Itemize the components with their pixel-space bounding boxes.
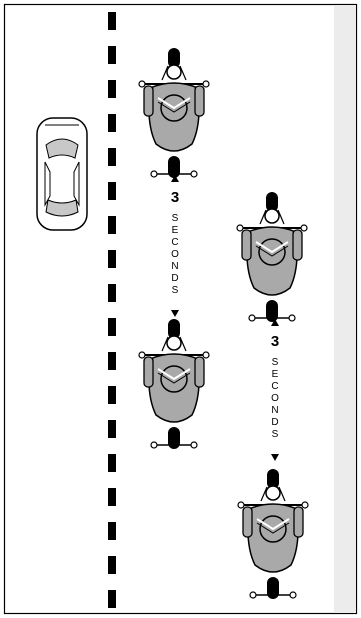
following-gap-left: 3 S E C O N D S bbox=[171, 175, 179, 317]
gap-unit-letter: D bbox=[271, 417, 278, 428]
gap-seconds-number: 3 bbox=[171, 189, 179, 206]
gap-unit-letter: D bbox=[171, 273, 178, 284]
following-gap-right: 3 S E C O N D S bbox=[271, 319, 279, 461]
gap-unit-letter: O bbox=[271, 393, 279, 404]
gap-unit-letter: S bbox=[272, 429, 279, 440]
gap-unit-letter: C bbox=[271, 381, 278, 392]
car-icon bbox=[37, 118, 87, 230]
gap-unit-letter: S bbox=[272, 357, 279, 368]
gap-unit-letter: E bbox=[272, 369, 279, 380]
gap-unit-letter: S bbox=[172, 213, 179, 224]
gap-unit-letter: C bbox=[171, 237, 178, 248]
gap-seconds-number: 3 bbox=[271, 333, 279, 350]
gap-unit-letter: O bbox=[171, 249, 179, 260]
road-shoulder bbox=[334, 5, 356, 613]
gap-unit-letter: E bbox=[172, 225, 179, 236]
gap-unit-letter: N bbox=[171, 261, 178, 272]
gap-unit-letter: S bbox=[172, 285, 179, 296]
gap-unit-letter: N bbox=[271, 405, 278, 416]
